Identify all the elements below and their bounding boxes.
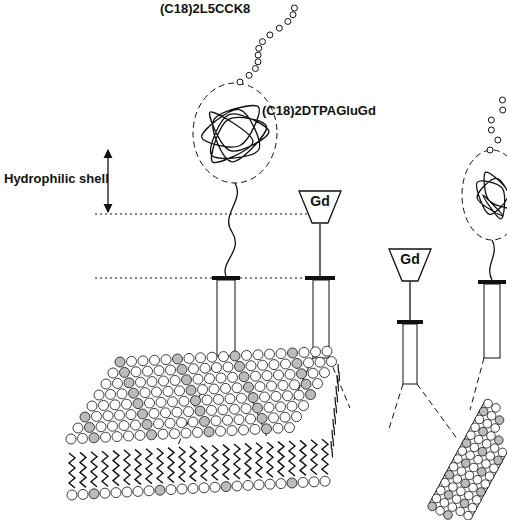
cylindrical-micelle [428,399,507,520]
molecule-label: (C18)2DTPAGluGd [262,104,376,118]
element-label: Gd [388,248,432,266]
element-label: Gd [298,190,342,208]
peptide-coil [462,97,507,410]
dotted-line [95,278,335,279]
gd-amphiphile [388,282,458,440]
lipid-bilayer [66,346,340,500]
region-label: Hydrophilic shell [4,172,109,186]
peptide-coil [178,5,297,445]
gd-chelate: Gd [298,190,342,224]
molecule-label: (C18)2L5CCK8 [160,2,250,16]
gd-amphiphile [290,224,350,408]
dotted-line [95,214,335,215]
gd-chelate: Gd [388,248,432,282]
